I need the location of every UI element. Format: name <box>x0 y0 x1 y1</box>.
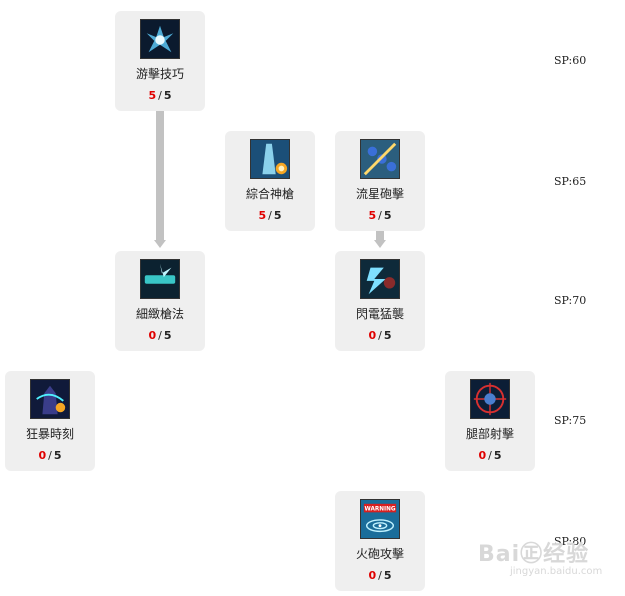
skill-level-current: 0 <box>368 329 377 342</box>
prereq-arrow-liuxing-shandian <box>374 240 386 248</box>
skill-liuxing-icon[interactable] <box>360 139 400 179</box>
skill-level: 5/5 <box>225 209 315 223</box>
skill-level: 5/5 <box>115 89 205 103</box>
sp-tier-label: SP:70 <box>554 294 587 307</box>
prereq-link-liuxing-shandian <box>376 231 384 241</box>
skill-level-current: 0 <box>478 449 487 462</box>
skill-level-max: 5 <box>383 209 392 222</box>
baidu-watermark-url: jingyan.baidu.com <box>510 566 603 577</box>
skill-level-current: 5 <box>368 209 377 222</box>
skill-level-current: 0 <box>148 329 157 342</box>
skill-shandian-icon[interactable] <box>360 259 400 299</box>
skill-name: 流星砲擊 <box>355 187 404 201</box>
sp-tier-label: SP:80 <box>554 535 587 548</box>
skill-name: 腿部射擊 <box>465 427 514 441</box>
skill-card-shandian[interactable]: 閃電猛襲 0/5 <box>335 251 425 351</box>
skill-card-xini[interactable]: 細緻槍法 0/5 <box>115 251 205 351</box>
skill-level-current: 5 <box>148 89 157 102</box>
skill-name: 狂暴時刻 <box>25 427 74 441</box>
skill-level-separator: / <box>158 89 162 102</box>
skill-level-max: 5 <box>163 89 172 102</box>
skill-huopao-icon[interactable]: WARNING <box>360 499 400 539</box>
skill-level: 0/5 <box>5 449 95 463</box>
skill-card-huopao[interactable]: WARNING 火砲攻擊 0/5 <box>335 491 425 591</box>
prereq-link-youji-xini <box>156 111 164 241</box>
skill-level-max: 5 <box>53 449 62 462</box>
skill-name: 火砲攻擊 <box>355 547 404 561</box>
skill-level-separator: / <box>268 209 272 222</box>
skill-level: 0/5 <box>335 329 425 343</box>
sp-tier-label: SP:60 <box>554 54 587 67</box>
skill-level-max: 5 <box>273 209 282 222</box>
skill-kuangbao-icon[interactable] <box>30 379 70 419</box>
skill-tuibu-icon[interactable] <box>470 379 510 419</box>
skill-level-separator: / <box>378 329 382 342</box>
skill-card-kuangbao[interactable]: 狂暴時刻 0/5 <box>5 371 95 471</box>
skill-level-separator: / <box>48 449 52 462</box>
skill-level-current: 0 <box>368 569 377 582</box>
skill-xini-icon[interactable] <box>140 259 180 299</box>
skill-level-max: 5 <box>383 329 392 342</box>
skill-level-max: 5 <box>493 449 502 462</box>
sp-tier-label: SP:65 <box>554 175 587 188</box>
skill-level-separator: / <box>378 209 382 222</box>
skill-name: 綜合神槍 <box>245 187 294 201</box>
skill-level-current: 5 <box>258 209 267 222</box>
skill-card-liuxing[interactable]: 流星砲擊 5/5 <box>335 131 425 231</box>
skill-youji-icon[interactable] <box>140 19 180 59</box>
skill-level: 5/5 <box>335 209 425 223</box>
skill-level: 0/5 <box>445 449 535 463</box>
prereq-arrow-youji-xini <box>154 240 166 248</box>
skill-level: 0/5 <box>335 569 425 583</box>
warning-sign-text: WARNING <box>364 506 395 512</box>
skill-level-current: 0 <box>38 449 47 462</box>
skill-name: 閃電猛襲 <box>355 307 404 321</box>
skill-zonghe-icon[interactable] <box>250 139 290 179</box>
skill-name: 游擊技巧 <box>135 67 184 81</box>
skill-card-zonghe[interactable]: 綜合神槍 5/5 <box>225 131 315 231</box>
skill-card-youji[interactable]: 游擊技巧 5/5 <box>115 11 205 111</box>
skill-name: 細緻槍法 <box>135 307 184 321</box>
skill-level-separator: / <box>158 329 162 342</box>
skill-level-max: 5 <box>383 569 392 582</box>
skill-level-separator: / <box>488 449 492 462</box>
skill-level-separator: / <box>378 569 382 582</box>
skill-level-max: 5 <box>163 329 172 342</box>
sp-tier-label: SP:75 <box>554 414 587 427</box>
baidu-watermark: Bai㊣经验 <box>478 542 590 567</box>
skill-level: 0/5 <box>115 329 205 343</box>
skill-card-tuibu[interactable]: 腿部射擊 0/5 <box>445 371 535 471</box>
